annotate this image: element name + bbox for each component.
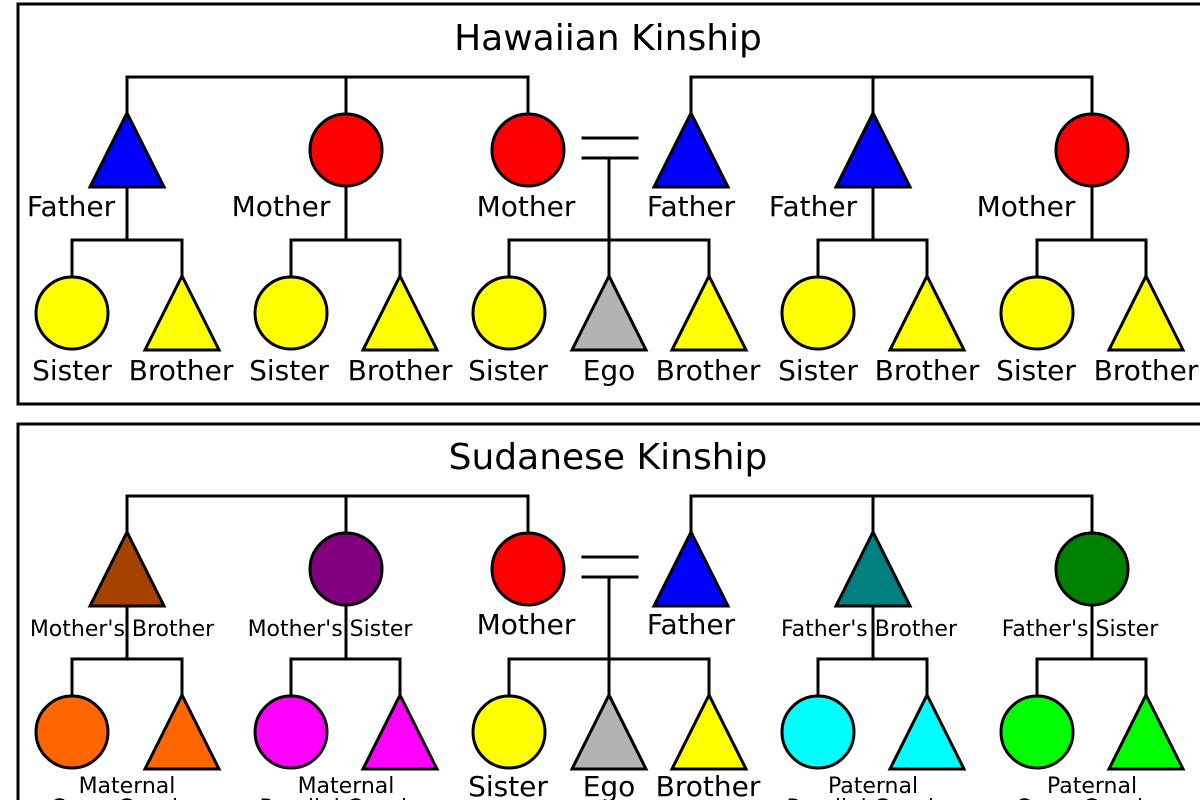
brother-triangle [669, 691, 749, 771]
cousin-triangle [360, 691, 440, 771]
cousin-circle [999, 694, 1075, 770]
parent-label: Father [647, 608, 736, 641]
parent-label: Mother [477, 608, 576, 641]
child-label: Brother [656, 354, 761, 387]
sister-circle [780, 275, 856, 351]
child-label: Ego [583, 770, 636, 800]
cousin-group-label-line1: Paternal [1047, 774, 1137, 799]
cousin-triangle [887, 691, 967, 771]
cousin-circle [34, 694, 110, 770]
hawaiian-kinship-chart: Father Mother Mother Father Father MotherSist… [27, 75, 1199, 387]
parent-label: Mother's Sister [248, 617, 414, 642]
cousin-group-label-line2: Cross Cousins [1015, 796, 1168, 800]
cousin-circle [780, 694, 856, 770]
child-label: Ego [583, 354, 636, 387]
brother-triangle [669, 272, 749, 352]
child-label: Sister [32, 354, 112, 387]
sudanese-kinship-chart: Mother's Brother Mother's Sister Mother Fat… [30, 494, 1186, 800]
child-label: Brother [875, 354, 980, 387]
mother-s-sister-circle [308, 531, 384, 607]
child-label: Sister [996, 354, 1076, 387]
child-label: Sister [778, 354, 858, 387]
father-s-brother-triangle [833, 528, 913, 608]
child-label: Sister [468, 770, 548, 800]
parent-label: Father [769, 190, 858, 223]
brother-triangle [360, 272, 440, 352]
mother-s-brother-triangle [87, 528, 167, 608]
sister-circle [34, 275, 110, 351]
father-triangle [87, 109, 167, 189]
cousin-triangle [1106, 691, 1186, 771]
cousin-group-label-line1: Maternal [298, 774, 395, 799]
cousin-group-label-line2: Parallel Cousins [787, 796, 960, 800]
sister-circle [471, 275, 547, 351]
cousin-group-label-line2: Parallel Cousins [260, 796, 433, 800]
brother-triangle [887, 272, 967, 352]
parent-label: Father's Sister [1002, 617, 1159, 642]
parent-label: Mother's Brother [30, 617, 215, 642]
sister-circle [999, 275, 1075, 351]
parent-label: Father [27, 190, 116, 223]
father-triangle [833, 109, 913, 189]
parent-label: Mother [977, 190, 1076, 223]
cousin-group-label-line1: Maternal [79, 774, 176, 799]
parent-label: Mother [477, 190, 576, 223]
mother-circle [490, 112, 566, 188]
child-label: Brother [656, 770, 761, 800]
mother-circle [490, 531, 566, 607]
ego-triangle [569, 272, 649, 352]
brother-triangle [142, 272, 222, 352]
child-label: Brother [348, 354, 453, 387]
parent-label: Father [647, 190, 736, 223]
cousin-group-label-line2: Cross Cousins [50, 796, 203, 800]
hawaiian-title: Hawaiian Kinship [454, 18, 762, 59]
sudanese-title: Sudanese Kinship [449, 437, 768, 478]
sister-circle [253, 275, 329, 351]
sister-circle [471, 694, 547, 770]
cousin-group-label-line1: Paternal [828, 774, 918, 799]
father-triangle [651, 528, 731, 608]
parent-label: Mother [232, 190, 331, 223]
ego-triangle [569, 691, 649, 771]
brother-triangle [1106, 272, 1186, 352]
child-label: Brother [1094, 354, 1199, 387]
father-triangle [651, 109, 731, 189]
father-s-sister-circle [1054, 531, 1130, 607]
mother-circle [308, 112, 384, 188]
child-label: Sister [249, 354, 329, 387]
child-label: Sister [468, 354, 548, 387]
cousin-triangle [142, 691, 222, 771]
parent-label: Father's Brother [781, 617, 958, 642]
cousin-circle [253, 694, 329, 770]
mother-circle [1054, 112, 1130, 188]
child-label: Brother [129, 354, 234, 387]
